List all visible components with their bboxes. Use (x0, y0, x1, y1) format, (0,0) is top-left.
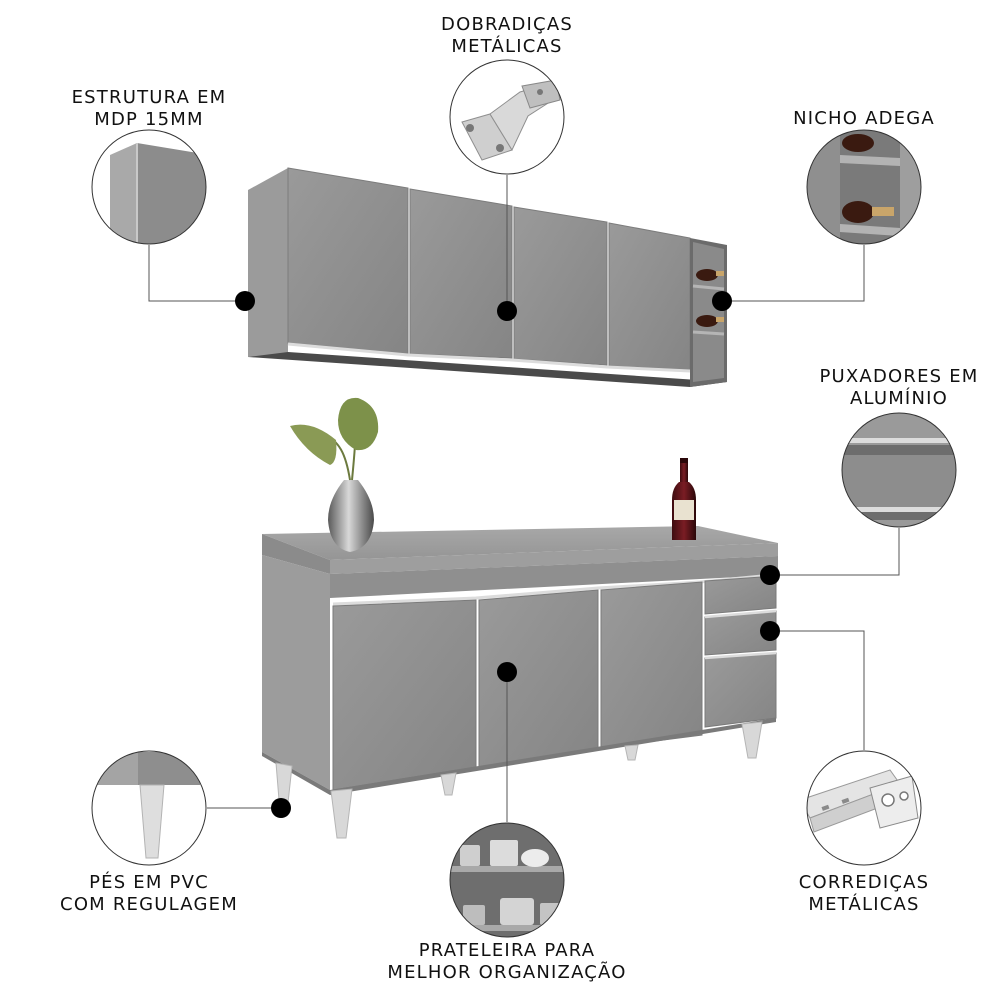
label-line: COM REGULAGEM (60, 894, 238, 915)
dot-puxadores (760, 565, 780, 585)
upper-cabinet (248, 167, 727, 387)
callout-dots (235, 291, 780, 818)
wine-bottle-upper-1 (696, 269, 724, 281)
lower-cabinet (262, 397, 778, 839)
dot-pes (271, 798, 291, 818)
wine-rack-icon (806, 129, 922, 245)
dot-nicho (712, 291, 732, 311)
label-estrutura: ESTRUTURA EM MDP 15MM (49, 87, 249, 131)
label-line: DOBRADIÇAS (441, 14, 573, 35)
label-line: NICHO ADEGA (793, 108, 935, 129)
label-line: PRATELEIRA PARA (418, 940, 596, 961)
hinge-icon (449, 59, 565, 175)
label-line: MDP 15MM (94, 109, 204, 130)
label-prateleira: PRATELEIRA PARA MELHOR ORGANIZAÇÃO (372, 940, 642, 984)
dot-corredicas (760, 621, 780, 641)
label-line: ALUMÍNIO (849, 388, 948, 409)
label-line: METÁLICAS (808, 894, 920, 915)
label-line: ESTRUTURA EM (71, 87, 227, 108)
pvc-foot-icon (91, 750, 207, 866)
label-line: CORREDIÇAS (798, 872, 930, 893)
label-puxadores: PUXADORES EM ALUMÍNIO (799, 366, 999, 410)
cabinet-feet (275, 721, 763, 839)
drawer-slide-icon (806, 750, 922, 866)
shelf-cookware-icon (449, 822, 565, 938)
label-line: METÁLICAS (451, 36, 563, 57)
label-dobradicas: DOBRADIÇAS METÁLICAS (407, 14, 607, 58)
leader-lines (148, 175, 900, 822)
label-nicho: NICHO ADEGA (764, 108, 964, 130)
aluminium-handle-icon (841, 412, 957, 528)
wine-bottle-upper-2 (696, 315, 724, 327)
label-pes: PÉS EM PVC COM REGULAGEM (49, 872, 249, 916)
wine-bottle-counter (672, 458, 696, 540)
panel-corner-icon (91, 129, 207, 245)
dot-dobradicas (497, 301, 517, 321)
label-line: PÉS EM PVC (89, 872, 209, 893)
label-line: MELHOR ORGANIZAÇÃO (387, 962, 627, 983)
decorative-plant-vase (290, 397, 379, 552)
label-corredicas: CORREDIÇAS METÁLICAS (764, 872, 964, 916)
dot-estrutura (235, 291, 255, 311)
label-line: PUXADORES EM (819, 366, 979, 387)
dot-prateleira (497, 662, 517, 682)
